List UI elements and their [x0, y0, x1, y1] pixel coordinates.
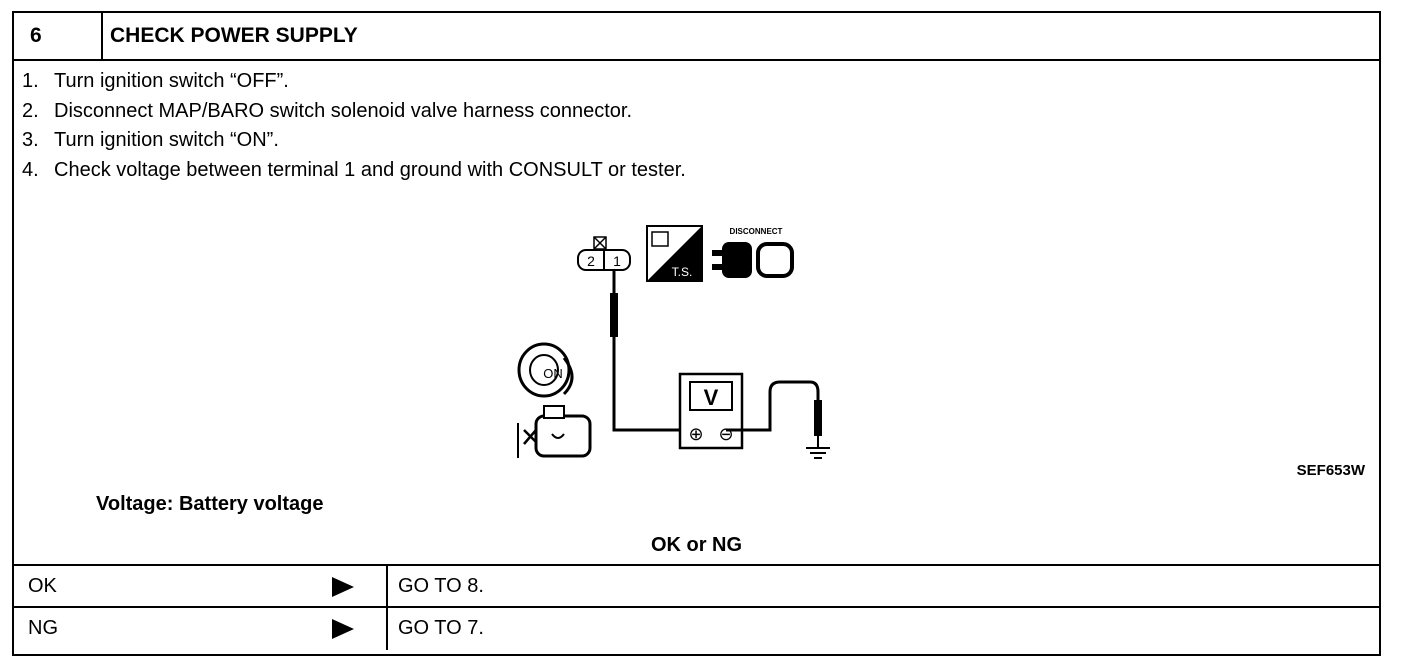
voltage-check-diagram: 2 1 T.S. DISCONNECT ON [517, 225, 830, 459]
header-row: 6 CHECK POWER SUPPLY [14, 13, 1379, 61]
figure-id: SEF653W [1296, 462, 1365, 479]
disconnect-label: DISCONNECT [730, 227, 783, 236]
result-row-ng: NG GO TO 7. [14, 608, 1379, 650]
instruction-item: 4.Check voltage between terminal 1 and g… [22, 158, 686, 181]
ts-label: T.S. [672, 265, 693, 279]
specification: Voltage: Battery voltage [96, 493, 324, 515]
result-header: OK or NG [14, 530, 1379, 566]
tool-set-icon: T.S. [646, 225, 703, 282]
harness-connector-icon: 2 1 [577, 236, 631, 271]
instruction-item: 3.Turn ignition switch “ON”. [22, 129, 279, 151]
connector-pin-1: 1 [613, 253, 621, 269]
instruction-item: 2.Disconnect MAP/BARO switch solenoid va… [22, 99, 633, 122]
arrow-right-icon [332, 577, 354, 597]
meter-label: V [704, 385, 719, 410]
probe-icon [610, 293, 618, 337]
instruction-list: 1.Turn ignition switch “OFF”. 2.Disconne… [22, 67, 686, 185]
result-action: GO TO 8. [386, 566, 1376, 606]
result-row-ok: OK GO TO 8. [14, 566, 1379, 608]
result-label: OK [28, 575, 57, 597]
ground-icon [806, 436, 830, 459]
procedure-table: 6 CHECK POWER SUPPLY 1.Turn ignition swi… [12, 11, 1381, 656]
engine-icon [517, 405, 592, 458]
instruction-item: 1.Turn ignition switch “OFF”. [22, 70, 289, 92]
meter-minus: ⊖ [718, 424, 733, 444]
result-action: GO TO 7. [386, 608, 1376, 650]
result-label: NG [28, 617, 58, 639]
meter-plus: ⊕ [688, 424, 703, 444]
ignition-on-icon: ON [517, 342, 574, 398]
arrow-right-icon [332, 619, 354, 639]
voltmeter-icon: V ⊕ ⊖ [678, 372, 744, 450]
disconnect-icon: DISCONNECT [712, 227, 794, 278]
ignition-label: ON [543, 366, 563, 381]
step-number: 6 [14, 13, 103, 59]
connector-pin-2: 2 [587, 253, 595, 269]
step-title: CHECK POWER SUPPLY [110, 24, 358, 47]
